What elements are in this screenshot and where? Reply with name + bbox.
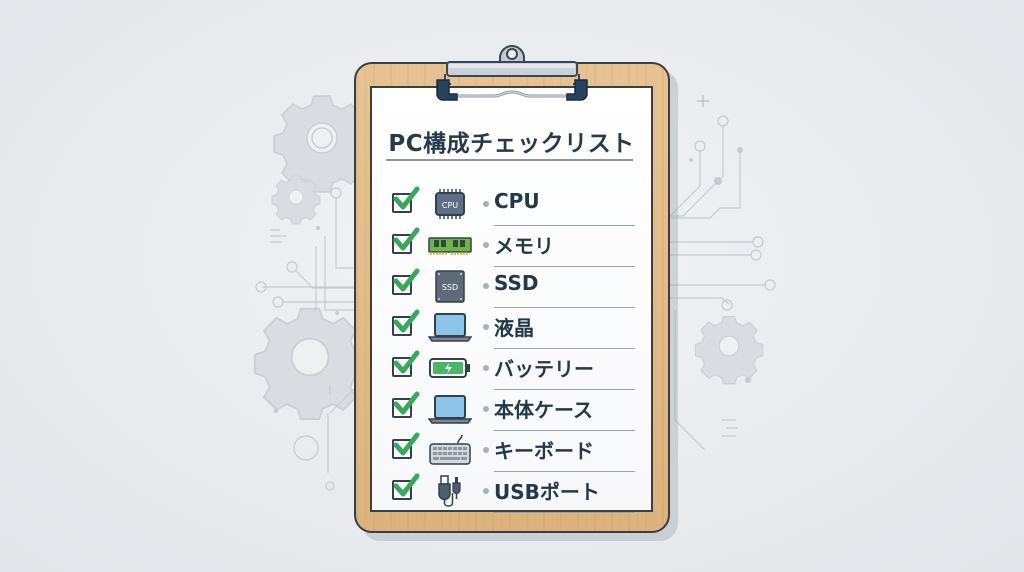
bullet-dot [483,283,489,289]
usb-cable-icon [438,475,461,507]
item-label: 液晶 [494,316,534,340]
bullet-dot [483,324,489,330]
bullet-dot [483,406,489,412]
checklist-item-battery: バッテリー [372,349,653,390]
checklist-item-lcd: 液晶 [372,308,653,349]
checklist-paper: PC構成チェックリスト CPU CPU [370,86,653,513]
ssd-drive-icon: SSD [435,270,465,303]
clipboard: PC構成チェックリスト CPU CPU [354,62,670,533]
battery-icon [429,358,470,378]
row-divider [494,224,635,226]
item-label: キーボード [494,439,594,463]
page-title: PC構成チェックリスト [388,131,635,157]
checklist-item-usb: USBポート [372,472,653,513]
checklist-item-case: 本体ケース [372,390,653,431]
row-divider [494,347,635,349]
checkmark-icon [393,186,420,210]
item-label: 本体ケース [494,398,593,422]
row-divider [494,429,635,431]
gear-icon [271,175,321,225]
laptop-case-icon [428,395,472,424]
svg-text:CPU: CPU [442,201,458,210]
gear-icon [273,95,371,193]
cpu-chip-icon: CPU [435,189,465,219]
laptop-display-icon [428,313,472,342]
item-label: バッテリー [494,357,594,381]
clipboard-clip-icon [436,45,588,101]
item-label: CPU [494,189,540,213]
checkmark-icon [393,268,420,292]
svg-text:SSD: SSD [442,283,458,292]
checklist-item-memory: メモリ [372,226,653,267]
checkmark-icon [393,227,420,251]
gear-icon [253,307,367,420]
item-label: メモリ [494,234,554,258]
memory-module-icon [428,237,472,255]
title-divider [386,159,633,161]
row-divider [494,306,635,308]
checklist-item-keyboard: キーボード [372,431,653,472]
checkmark-icon [393,309,420,333]
keyboard-icon [429,434,471,465]
bullet-dot [483,201,489,207]
checklist-item-ssd: SSD SSD [372,267,653,308]
checkmark-icon [393,432,420,456]
row-divider [494,511,635,513]
checklist-item-cpu: CPU CPU [372,185,653,226]
row-divider [494,470,635,472]
row-divider [494,388,635,390]
gear-icon [694,316,764,385]
row-divider [494,265,635,267]
bullet-dot [483,488,489,494]
item-label: SSD [494,271,539,295]
checkmark-icon [393,350,420,374]
item-label: USBポート [494,480,600,504]
bullet-dot [483,242,489,248]
checkmark-icon [393,473,420,497]
checkmark-icon [393,391,420,415]
bullet-dot [483,365,489,371]
bullet-dot [483,447,489,453]
